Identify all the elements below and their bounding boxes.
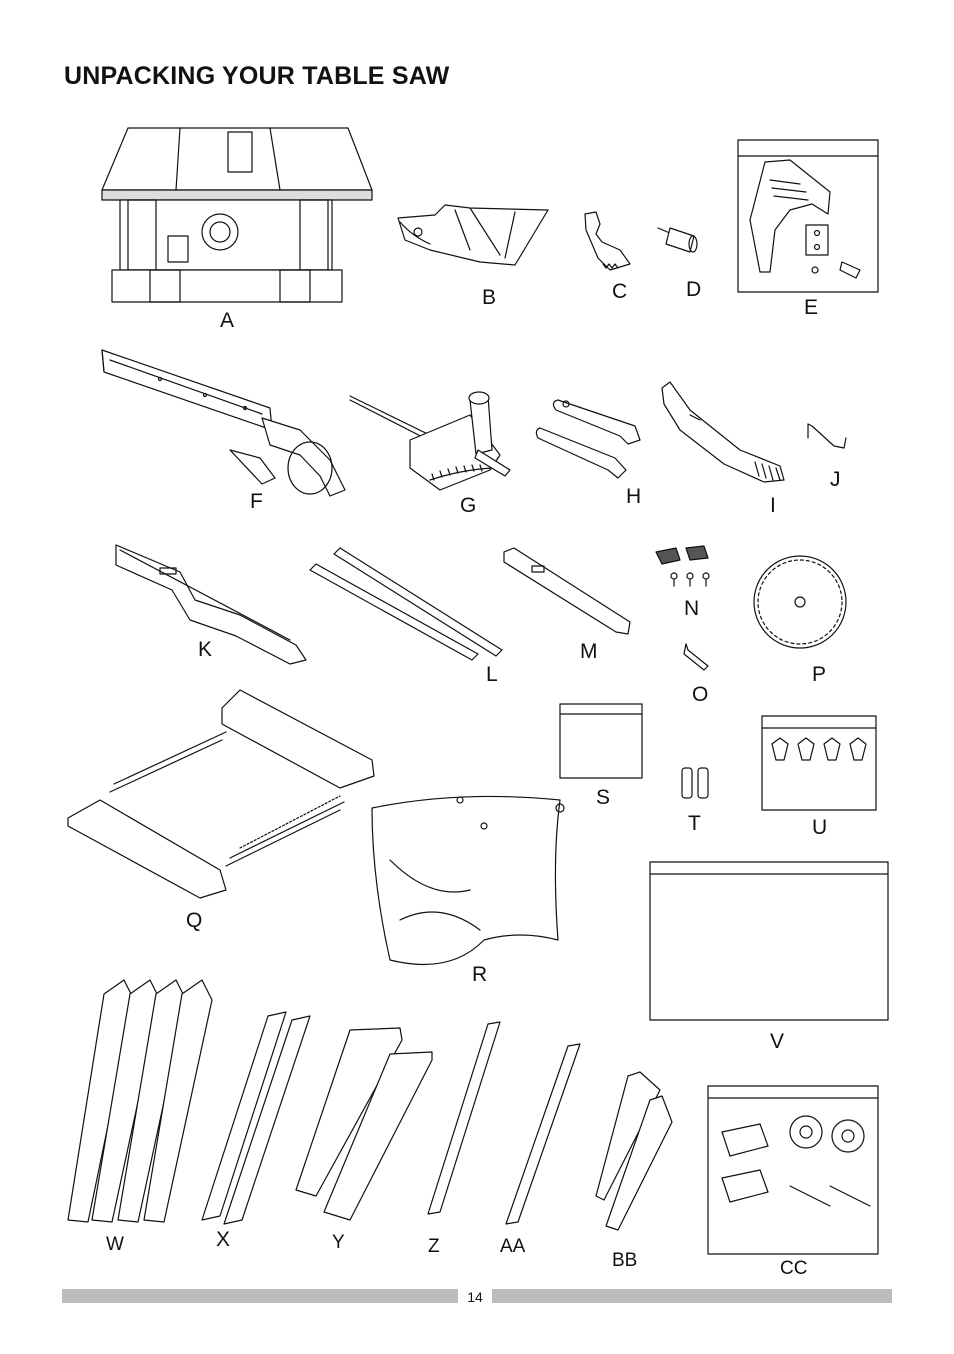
footer-bar-right [492, 1289, 892, 1303]
label-I: I [770, 494, 776, 517]
label-E: E [804, 296, 819, 319]
push-stick-drawing [662, 382, 784, 482]
blade-guard-drawing [398, 205, 548, 265]
label-AA: AA [500, 1236, 526, 1257]
label-Z: Z [428, 1236, 440, 1257]
saw-blade-drawing [754, 556, 846, 648]
label-O: O [692, 683, 709, 706]
label-L: L [486, 663, 498, 686]
label-CC: CC [780, 1258, 808, 1279]
riving-knife-box [738, 140, 878, 292]
casters-box [708, 1086, 878, 1254]
label-B: B [482, 286, 497, 309]
label-D: D [686, 278, 702, 301]
rip-fence-drawing [102, 350, 345, 496]
label-U: U [812, 816, 828, 839]
legs-drawing [68, 980, 212, 1222]
spacers-drawing [682, 768, 708, 798]
clip-drawing [808, 424, 846, 448]
label-V: V [770, 1030, 785, 1053]
footer-bar-left [62, 1289, 458, 1303]
label-K: K [198, 638, 213, 661]
label-T: T [688, 812, 701, 835]
label-N: N [684, 597, 700, 620]
table-saw-drawing [102, 128, 372, 302]
label-S: S [596, 786, 611, 809]
label-W: W [106, 1234, 124, 1255]
flat-bars-drawing [428, 1022, 580, 1224]
hardware-box-u [762, 716, 876, 810]
washers-box [560, 704, 642, 778]
brackets-y-drawing [296, 1028, 432, 1220]
label-C: C [612, 280, 628, 303]
page-number: 14 [467, 1289, 483, 1305]
label-J: J [830, 468, 841, 491]
bracket-bar-drawing [504, 548, 630, 634]
miter-gauge-drawing [350, 392, 510, 490]
label-Q: Q [186, 909, 203, 932]
label-A: A [220, 309, 235, 332]
label-BB: BB [612, 1250, 638, 1271]
wrenches-drawing [536, 400, 640, 478]
knob-drawing [658, 228, 697, 252]
extension-rail-drawing [116, 545, 306, 664]
extension-tables-drawing [68, 690, 374, 898]
label-H: H [626, 485, 642, 508]
clips-screws-drawing [656, 546, 709, 586]
label-X: X [216, 1228, 231, 1251]
rods-drawing [310, 548, 502, 660]
dust-bag-drawing [372, 796, 564, 964]
hex-key-drawing [684, 644, 708, 670]
hardware-box-v [650, 862, 888, 1020]
anti-kickback-pawl-drawing [585, 212, 630, 270]
page-title: UNPACKING YOUR TABLE SAW [64, 62, 450, 90]
label-R: R [472, 963, 488, 986]
label-G: G [460, 494, 477, 517]
label-M: M [580, 640, 598, 663]
brackets-bb-drawing [596, 1072, 672, 1230]
label-F: F [250, 490, 263, 513]
label-P: P [812, 663, 827, 686]
label-Y: Y [332, 1232, 345, 1253]
rails-x-drawing [202, 1012, 310, 1224]
